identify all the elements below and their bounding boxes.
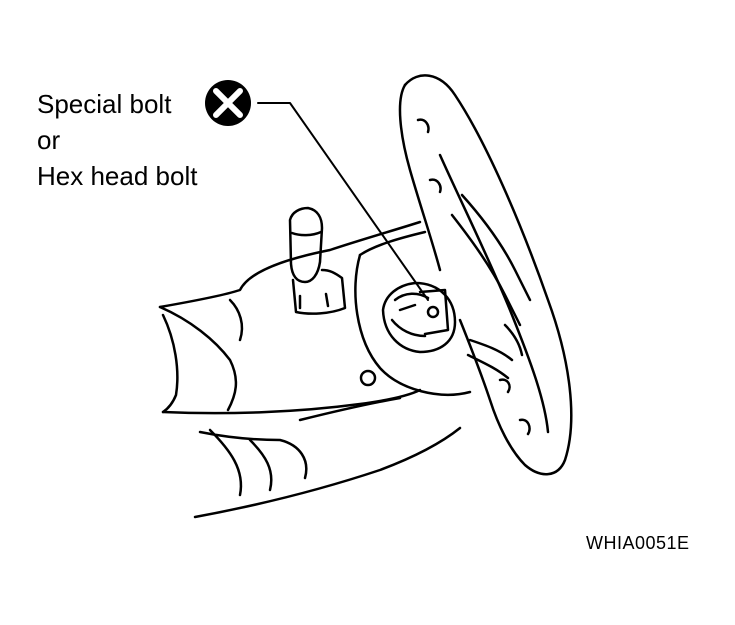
lever-base	[291, 268, 347, 315]
lower-housing	[298, 396, 402, 422]
hub-housing	[354, 253, 472, 396]
leader-line	[257, 102, 429, 301]
bolt-bracket	[418, 288, 450, 336]
lever-tip-line	[290, 230, 323, 237]
base-line	[193, 426, 462, 519]
spoke-connection	[503, 323, 524, 357]
lever-base-inner	[298, 292, 330, 310]
callout-line-or: or	[37, 125, 61, 155]
bolt-callout-label: Special bolt or Hex head bolt	[37, 86, 197, 194]
spoke-upper	[460, 193, 532, 302]
bolt-head	[426, 305, 440, 319]
callout-line-special-bolt: Special bolt	[37, 89, 172, 119]
lever-stalk	[288, 206, 324, 284]
spoke-lower	[466, 338, 514, 380]
lower-shroud-left	[208, 428, 243, 497]
x-circle-icon	[205, 80, 251, 126]
wheel-rim-inner	[438, 153, 550, 434]
column-screw-hole	[359, 369, 377, 387]
wheel-rim-inner-left	[398, 83, 442, 272]
hub-housing-top	[358, 230, 427, 257]
spoke-upper-2	[450, 213, 522, 327]
column-side-curve	[161, 313, 179, 414]
wheel-rim-texture	[416, 118, 531, 436]
column-bottom-edge	[161, 388, 422, 415]
wheel-rim-outer	[403, 74, 573, 476]
figure-code: WHIA0051E	[586, 533, 690, 553]
hub-opening	[381, 281, 457, 354]
lower-shroud-right	[248, 438, 273, 492]
column-inner-curve	[228, 298, 244, 342]
hub-inner-detail	[390, 292, 430, 338]
lower-shroud	[198, 430, 308, 480]
callout-line-hex-head-bolt: Hex head bolt	[37, 161, 198, 191]
column-cover-outline	[158, 220, 422, 309]
column-cover-lower	[158, 305, 238, 412]
